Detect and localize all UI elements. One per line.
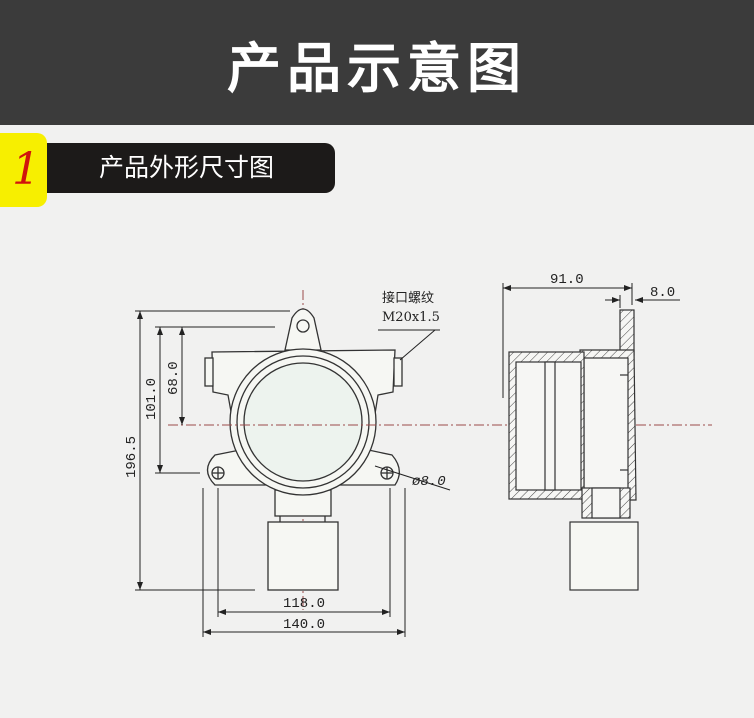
front-dimensions [135, 310, 451, 637]
page-title: 产品示意图 [227, 37, 527, 100]
body-cavity [583, 357, 629, 494]
dim-total-width: 140.0 [283, 617, 325, 633]
front-view [204, 290, 403, 610]
window-glass [544, 361, 556, 491]
page-header: 产品示意图 [0, 0, 754, 125]
left-cable-gland [204, 357, 214, 387]
section-header: 产品外形尺寸图 [47, 143, 335, 193]
display-window [243, 362, 363, 482]
section-title: 产品外形尺寸图 [99, 153, 275, 182]
housing-inner-ring [236, 355, 370, 489]
thread-label: 接口螺纹 [382, 290, 434, 306]
side-view [508, 309, 639, 591]
dim-hole-diameter: ø8.0 [412, 474, 446, 490]
side-dimensions [502, 283, 680, 398]
thread-spec: M20x1.5 [382, 310, 440, 325]
top-lug-hole [296, 319, 310, 333]
dim-hole-spacing: 118.0 [283, 596, 325, 612]
flange-tab [619, 309, 635, 356]
dim-flange: 8.0 [650, 285, 675, 301]
sensor-cylinder [267, 521, 339, 591]
dim-mount-height: 101.0 [144, 378, 160, 420]
section-number-badge: 1 [0, 133, 47, 207]
dim-center-height: 68.0 [166, 361, 182, 395]
dim-depth: 91.0 [550, 272, 584, 288]
dim-total-height: 196.5 [124, 436, 140, 478]
right-cable-gland [393, 357, 403, 387]
section-number: 1 [12, 144, 40, 195]
side-sensor-cylinder [569, 521, 639, 591]
